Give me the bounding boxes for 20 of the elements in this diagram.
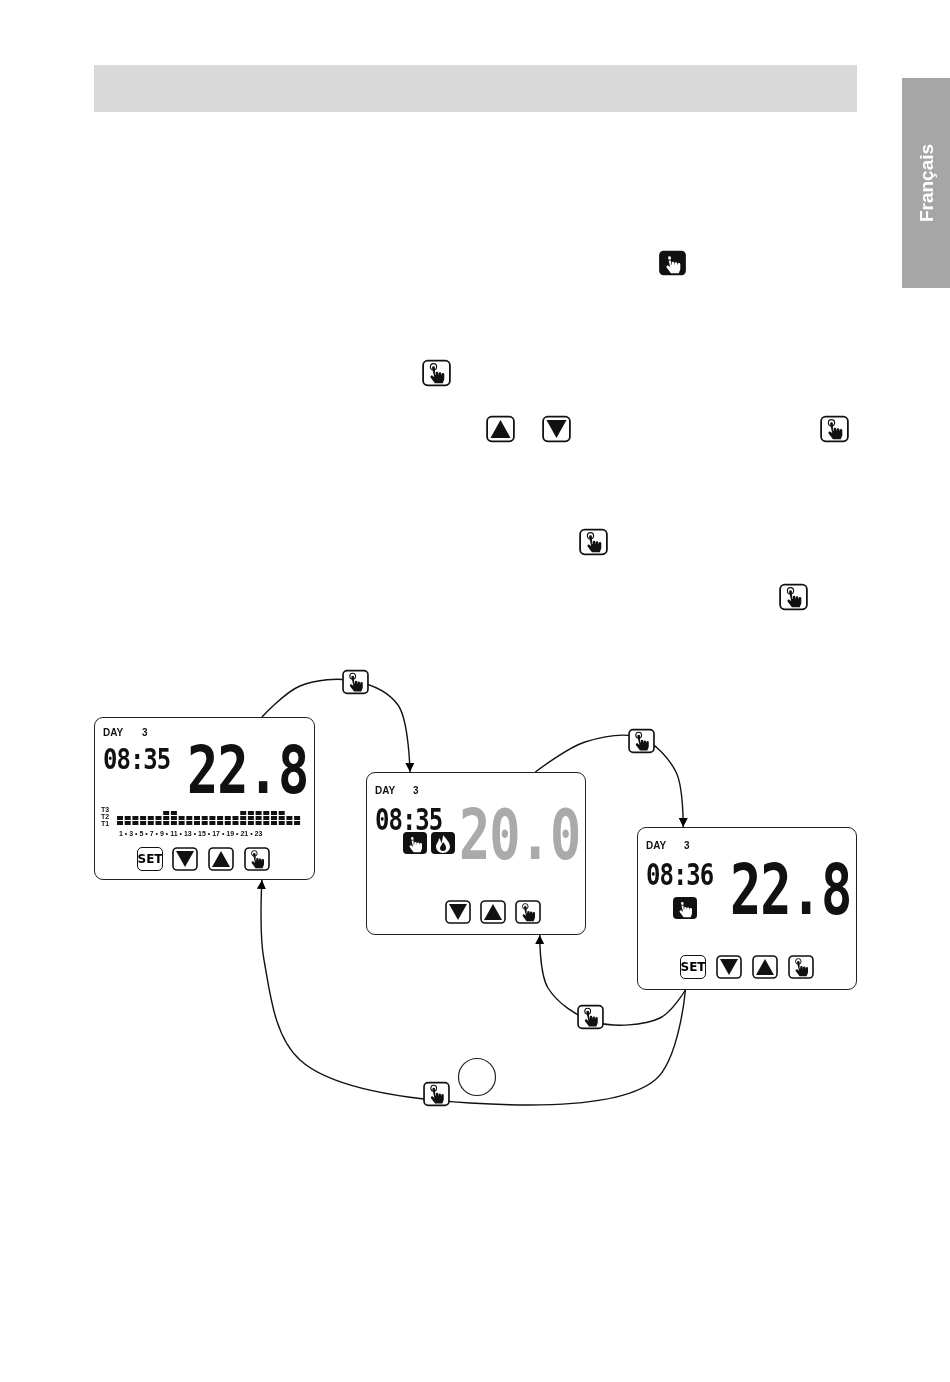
- connector-arrow: [535, 934, 687, 1026]
- day-number: 3: [142, 728, 148, 738]
- clock-digits: 08:35: [103, 745, 171, 774]
- temperature-digits: 20.0: [459, 800, 581, 871]
- tab-label: Français: [916, 143, 936, 223]
- clock-digits: 08:35: [375, 805, 443, 835]
- display-label: DAY: [103, 728, 124, 738]
- temperature-digits: 22.8: [730, 855, 852, 926]
- connector-arrow: [261, 678, 415, 773]
- display-label: DAY: [375, 786, 396, 796]
- day-number: 3: [413, 786, 419, 796]
- connector-arrow: [256, 879, 687, 1106]
- temperature-digits: 22.8: [187, 738, 309, 803]
- thermostat-display: [637, 827, 857, 990]
- connector-arrow: [534, 734, 688, 828]
- thermostat-display: [94, 717, 315, 880]
- display-label: DAY: [646, 841, 667, 851]
- day-number: 3: [684, 841, 690, 851]
- clock-digits: 08:36: [646, 860, 714, 890]
- thermostat-display: [366, 772, 586, 935]
